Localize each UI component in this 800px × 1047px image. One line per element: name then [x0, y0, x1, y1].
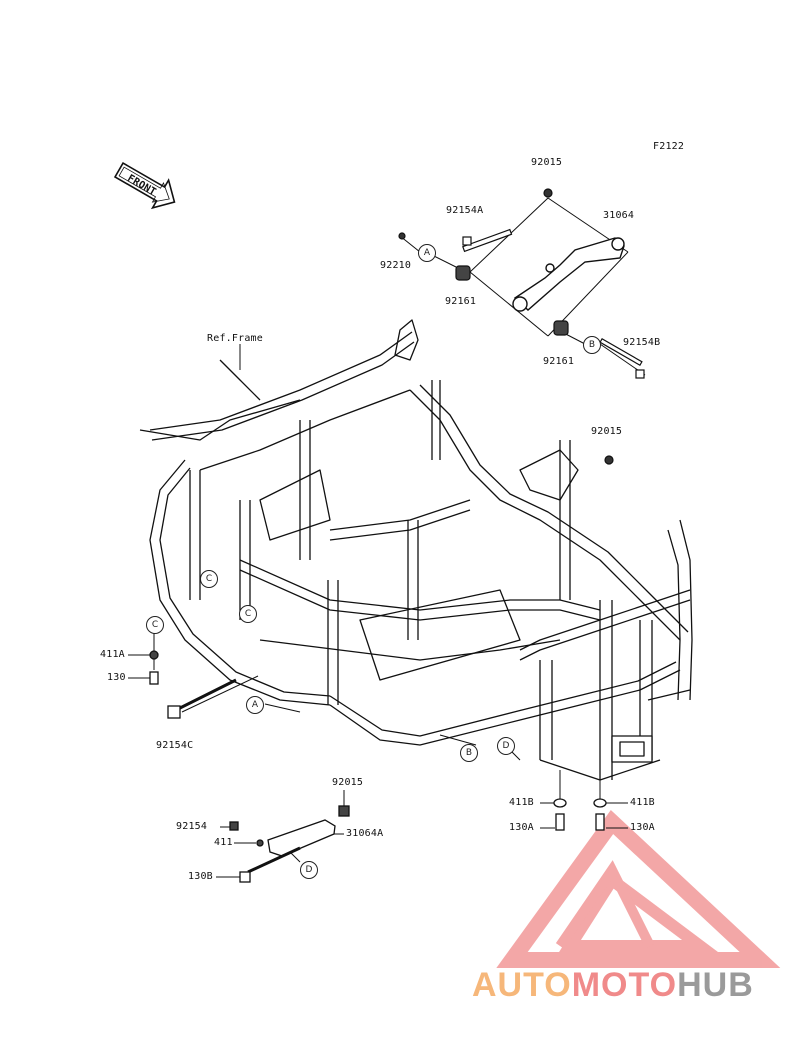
part-92015-top: 92015 [531, 157, 563, 168]
part-92161-b: 92161 [543, 356, 575, 367]
part-411A: 411A [100, 649, 125, 660]
part-130: 130 [107, 672, 126, 683]
part-92154: 92154 [176, 821, 208, 832]
part-411B-right: 411B [630, 797, 655, 808]
watermark-text: AUTOMOTOHUB [472, 966, 754, 1004]
upper-bracket-leaders [399, 197, 646, 376]
part-130B: 130B [188, 871, 213, 882]
main-frame [139, 319, 693, 781]
part-92015-mid: 92015 [591, 426, 623, 437]
part-130A-right: 130A [630, 822, 655, 833]
bracket-31064 [512, 237, 625, 312]
part-92210: 92210 [380, 260, 412, 271]
ref-frame-label: Ref.Frame [207, 333, 263, 344]
part-92154B: 92154B [623, 337, 661, 348]
callout-A-upper: A [418, 244, 436, 262]
callout-D-bracket: D [300, 861, 318, 879]
part-92154C: 92154C [156, 740, 194, 751]
callout-D-frame: D [497, 737, 515, 755]
watermark-logo [496, 809, 781, 968]
front-arrow-icon [113, 161, 176, 210]
figure-code: F2122 [653, 141, 685, 152]
part-130A-left: 130A [509, 822, 534, 833]
part-411B-left: 411B [509, 797, 534, 808]
callout-A-lower: A [246, 696, 264, 714]
callout-B-lower: B [460, 744, 478, 762]
part-411: 411 [214, 837, 233, 848]
part-31064: 31064 [603, 210, 635, 221]
callout-C-mid: C [239, 605, 257, 623]
upper-fasteners [398, 188, 645, 465]
bracket-31064A [149, 650, 607, 883]
part-92161-a: 92161 [445, 296, 477, 307]
part-92015-bot: 92015 [332, 777, 364, 788]
callout-C-left: C [200, 570, 218, 588]
callout-C-part: C [146, 616, 164, 634]
callout-B-upper: B [583, 336, 601, 354]
part-31064A: 31064A [346, 828, 384, 839]
part-92154A: 92154A [446, 205, 484, 216]
